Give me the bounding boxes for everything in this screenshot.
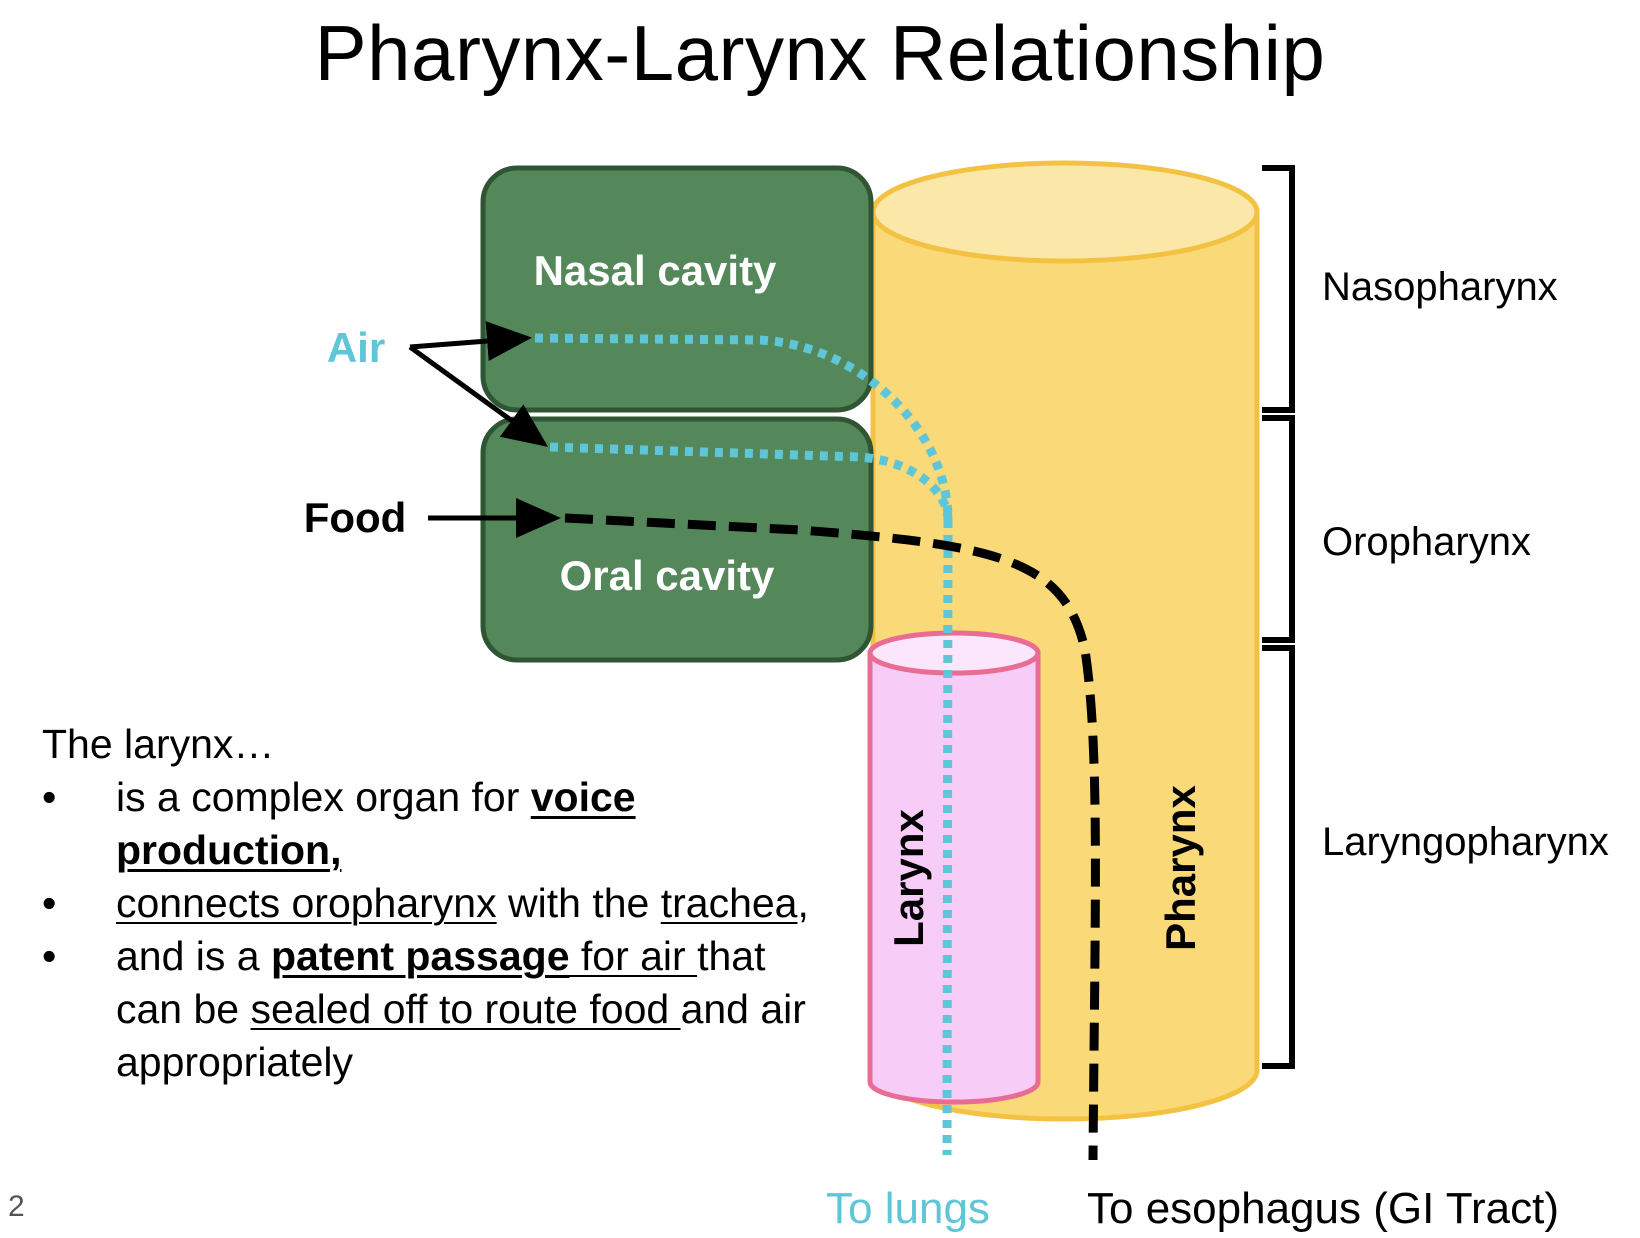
b3-for-air: for air (569, 933, 698, 979)
food-path (564, 513, 1100, 1161)
air-arrow-oral (408, 344, 549, 447)
air-path-oral (549, 442, 953, 521)
b3-patent-passage: patent passage (271, 933, 570, 979)
nasopharynx-label: Nasopharynx (1322, 265, 1558, 309)
larynx-label: Larynx (885, 808, 932, 946)
bullet-3: • (42, 933, 57, 979)
b3-that-can-be: that can be (116, 933, 766, 1032)
list-item-voice: • is a complex organ for voice production… (42, 771, 832, 877)
b1-emphasis: voice production, (116, 774, 636, 873)
bracket-laryngopharynx (1262, 645, 1295, 1069)
oral-cavity-label: Oral cavity (560, 552, 775, 599)
air-path-trachea (942, 519, 953, 1156)
nasal-cavity-label: Nasal cavity (534, 247, 777, 294)
pharynx-top (870, 160, 1260, 264)
b2-with-the: with the (496, 880, 661, 926)
air-arrow-nasal (409, 321, 532, 362)
b3-and-is-a: and is a (116, 933, 271, 979)
b3-sealed-off: sealed off to route food (250, 986, 681, 1032)
list-item-patent: • and is a patent passage for air that ca… (42, 930, 832, 1089)
air-path-nasal (534, 333, 953, 521)
laryngopharynx-label: Laryngopharynx (1322, 820, 1609, 864)
food-label: Food (304, 494, 407, 541)
to-lungs-label: To lungs (826, 1184, 990, 1233)
b2-trachea: trachea (660, 880, 798, 926)
b2-comma: , (797, 880, 809, 926)
bullet-2: • (42, 880, 57, 926)
nasal-cavity-box: Nasal cavity (480, 165, 874, 413)
oropharynx-label: Oropharynx (1322, 520, 1531, 564)
description-list: • is a complex organ for voice production… (42, 771, 832, 1089)
b2-oropharynx: connects oropharynx (116, 880, 497, 926)
larynx-description: The larynx… • is a complex organ for voic… (42, 718, 832, 1089)
description-intro: The larynx… (42, 721, 275, 767)
oral-cavity-box: Oral cavity (480, 416, 874, 663)
region-brackets (1262, 165, 1295, 1069)
b1-text: is a complex organ for (116, 774, 531, 820)
b3-and-air: and air appropriately (116, 986, 806, 1085)
page-number: 2 (8, 1190, 25, 1223)
larynx-top (867, 630, 1041, 676)
to-esophagus-label: To esophagus (GI Tract) (1087, 1184, 1559, 1233)
larynx-body (867, 650, 1041, 1105)
air-label: Air (327, 324, 385, 371)
larynx-cylinder (867, 630, 1041, 1105)
list-item-connects: • connects oropharynx with the trachea, (42, 877, 832, 930)
page-title: Pharynx-Larynx Relationship (314, 9, 1326, 97)
bracket-nasopharynx (1262, 165, 1295, 413)
pharynx-label: Pharynx (1157, 784, 1204, 950)
bracket-oropharynx (1262, 415, 1295, 643)
bullet-1: • (42, 774, 57, 820)
